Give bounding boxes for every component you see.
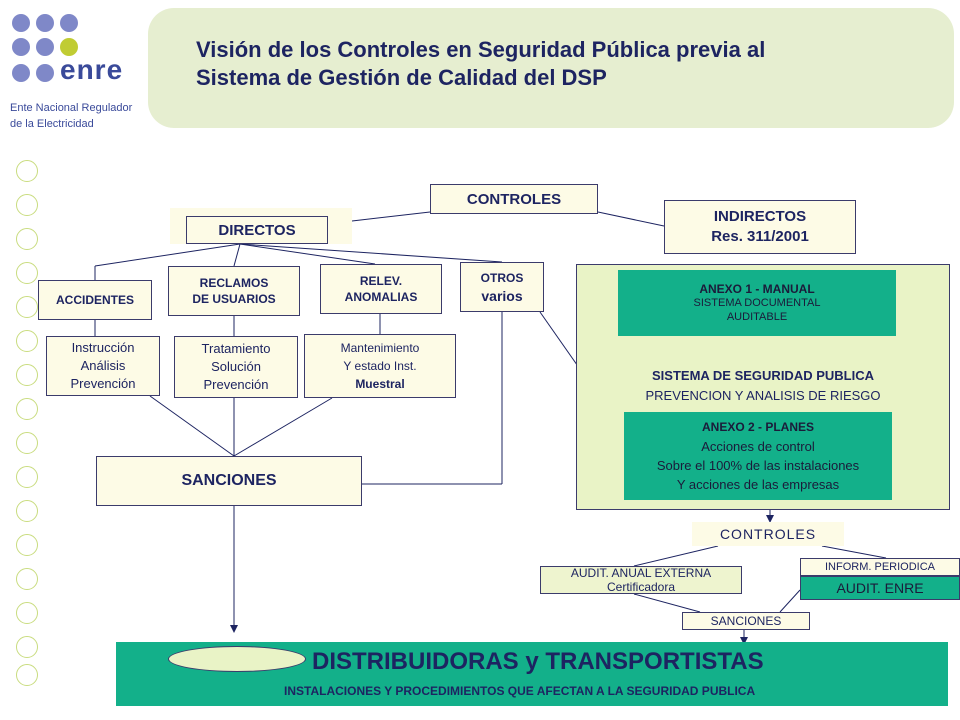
title-banner	[148, 8, 954, 128]
logo-dot	[12, 38, 30, 56]
otros-box: OTROS varios	[460, 262, 544, 312]
mantenimiento-box: Mantenimiento Y estado Inst. Muestral	[304, 334, 456, 398]
mantenimiento-line1: Mantenimiento	[340, 341, 420, 355]
anexo1-line3: AUDITABLE	[726, 311, 788, 323]
controles-right-label: CONTROLES	[719, 526, 817, 542]
sistema-subtitle: PREVENCION Y ANALISIS DE RIESGO	[645, 388, 881, 403]
directos-label: DIRECTOS	[218, 221, 296, 239]
sanciones-small-box: SANCIONES	[682, 612, 810, 630]
instruccion-line1: Instrucción	[71, 340, 135, 355]
instruccion-line3: Prevención	[70, 376, 136, 391]
inform-box: INFORM. PERIODICA	[800, 558, 960, 576]
sanciones-box: SANCIONES	[96, 456, 362, 506]
instruccion-box: Instrucción Análisis Prevención	[46, 336, 160, 396]
distribuidoras-subtitle: INSTALACIONES Y PROCEDIMIENTOS QUE AFECT…	[284, 684, 756, 698]
mantenimiento-line2: Y estado Inst.	[343, 359, 417, 373]
relev-box: RELEV. ANOMALIAS	[320, 264, 442, 314]
tratamiento-line3: Prevención	[203, 377, 269, 392]
controles-box: CONTROLES	[430, 184, 598, 214]
anexo2-box: ANEXO 2 - PLANES Acciones de control Sob…	[624, 412, 892, 500]
logo-dot-accent	[60, 38, 78, 56]
logo-dot	[12, 14, 30, 32]
controles-label: CONTROLES	[466, 190, 562, 208]
anexo1-line1: ANEXO 1 - MANUAL	[699, 282, 815, 296]
audit-anual-line2: Certificadora	[606, 580, 676, 594]
sanciones-label: SANCIONES	[181, 472, 277, 489]
reclamos-line2: DE USUARIOS	[192, 292, 276, 306]
title-line1: Visión de los Controles en Seguridad Púb…	[196, 37, 766, 62]
reclamos-line1: RECLAMOS	[199, 276, 269, 290]
enre-logo: enre Ente Nacional Regulador de la Elect…	[8, 8, 138, 134]
distribuidoras-oval	[168, 646, 306, 672]
audit-anual-box: AUDIT. ANUAL EXTERNA Certificadora	[540, 566, 742, 594]
accidentes-box: ACCIDENTES	[38, 280, 152, 320]
indirectos-line1: INDIRECTOS	[713, 208, 807, 225]
tratamiento-line1: Tratamiento	[201, 341, 271, 356]
otros-line2: varios	[481, 288, 523, 304]
instruccion-line2: Análisis	[80, 358, 126, 373]
indirectos-line2: Res. 311/2001	[711, 228, 809, 245]
anexo2-line4: Y acciones de las empresas	[676, 477, 840, 492]
otros-line1: OTROS	[480, 271, 524, 285]
distribuidoras-title: DISTRIBUIDORAS y TRANSPORTISTAS	[312, 648, 764, 675]
directos-box: DIRECTOS	[186, 216, 328, 244]
controles-right-box: CONTROLES	[692, 522, 844, 546]
relev-line2: ANOMALIAS	[344, 290, 418, 304]
sistema-title: SISTEMA DE SEGURIDAD PUBLICA	[652, 368, 874, 383]
reclamos-box: RECLAMOS DE USUARIOS	[168, 266, 300, 316]
logo-line2: de la Electricidad	[10, 118, 94, 130]
inform-label: INFORM. PERIODICA	[824, 561, 935, 573]
page-title: Visión de los Controles en Seguridad Púb…	[196, 36, 936, 92]
anexo1-box: ANEXO 1 - MANUAL SISTEMA DOCUMENTAL AUDI…	[618, 270, 896, 336]
anexo1-line2: SISTEMA DOCUMENTAL	[693, 297, 821, 309]
audit-enre-box: AUDIT. ENRE	[800, 576, 960, 600]
audit-enre-label: AUDIT. ENRE	[836, 580, 924, 596]
indirectos-box: INDIRECTOS Res. 311/2001	[664, 200, 856, 254]
logo-dot	[36, 38, 54, 56]
accidentes-label: ACCIDENTES	[55, 293, 134, 307]
title-line2: Sistema de Gestión de Calidad del DSP	[196, 65, 607, 90]
mantenimiento-line3: Muestral	[355, 377, 405, 391]
logo-dot	[36, 14, 54, 32]
anexo2-line1: ANEXO 2 - PLANES	[701, 420, 815, 434]
tratamiento-line2: Solución	[211, 359, 261, 374]
logo-line1: Ente Nacional Regulador	[10, 102, 133, 114]
sanciones-small-label: SANCIONES	[710, 614, 782, 628]
logo-wordmark: enre	[60, 54, 124, 85]
anexo2-line3: Sobre el 100% de las instalaciones	[656, 458, 860, 473]
anexo2-line2: Acciones de control	[701, 439, 815, 454]
logo-dot	[12, 64, 30, 82]
audit-anual-line1: AUDIT. ANUAL EXTERNA	[570, 566, 712, 580]
logo-dot	[60, 14, 78, 32]
tratamiento-box: Tratamiento Solución Prevención	[174, 336, 298, 398]
logo-dot	[36, 64, 54, 82]
relev-line1: RELEV.	[359, 274, 403, 288]
